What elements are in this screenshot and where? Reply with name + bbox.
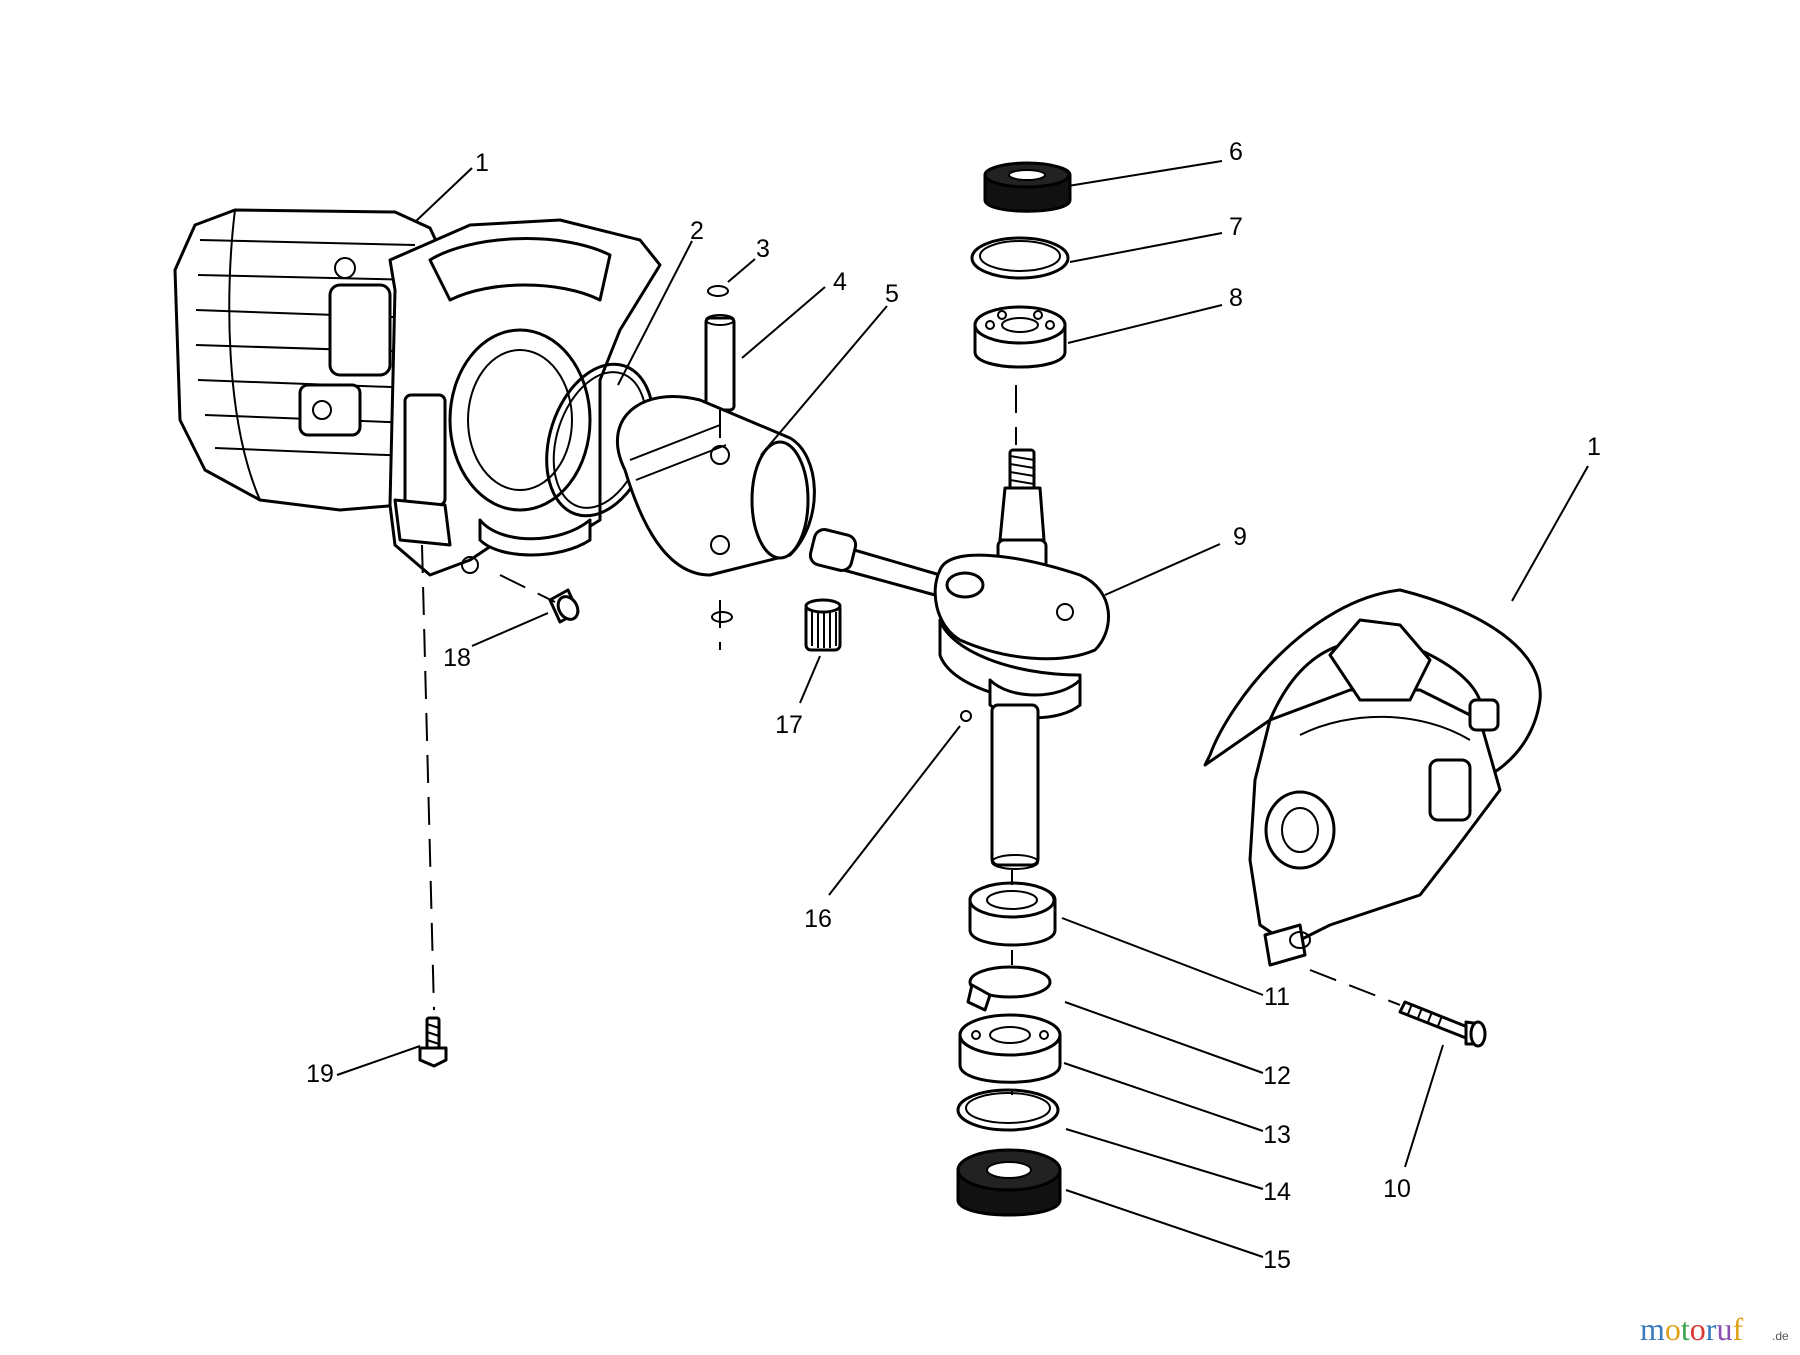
cover-screw [1398,1000,1487,1048]
callout-12: 12 [1263,1062,1291,1090]
callout-leaders [336,160,1589,1258]
callout-5: 5 [885,280,899,308]
callout-11: 11 [1264,983,1290,1011]
callout-4: 4 [833,268,847,296]
watermark-letter: m [1640,1311,1665,1347]
callout-13: 13 [1263,1121,1291,1149]
crankcase-screw [418,1016,448,1068]
lower-seal-retainer [968,881,1057,947]
callout-9: 9 [1233,523,1247,551]
callout-15: 15 [1263,1246,1291,1274]
crankshaft-assembly [808,448,1110,870]
callout-16: 16 [804,905,832,933]
callout-18: 18 [443,644,471,672]
wrist-pin [704,314,736,412]
callout-6: 6 [1229,138,1243,166]
callout-2: 2 [690,217,704,245]
upper-thrust-washer [970,236,1070,280]
watermark-letter: u [1716,1311,1732,1347]
callout-10: 10 [1383,1175,1411,1203]
dowel-bushing [548,588,580,624]
lower-thrust-washer [956,1088,1060,1132]
lower-ball-bearing [958,1013,1062,1084]
watermark-letter: r [1706,1311,1717,1347]
watermark-suffix: .de [1772,1329,1789,1343]
callout-labels: 1 1 2 3 4 5 6 7 8 9 10 11 12 13 14 15 16… [306,138,1601,1274]
callout-3: 3 [756,235,770,263]
needle-bearing [804,598,842,652]
watermark-letter: t [1681,1311,1690,1347]
callout-19: 19 [306,1060,334,1088]
lower-oil-seal [956,1148,1062,1217]
motoruf-watermark-logo: motoruf .de [1640,1311,1789,1347]
upper-ball-bearing [973,305,1067,369]
callout-1-crankcase: 1 [1587,433,1601,461]
watermark-letter: f [1732,1311,1743,1347]
svg-text:motoruf: motoruf [1640,1311,1743,1347]
retaining-clip [966,965,1052,1012]
watermark-letter: o [1665,1311,1681,1347]
callout-14: 14 [1263,1178,1291,1206]
assembly-center-lines [421,385,1401,1095]
callout-17: 17 [775,711,803,739]
callout-7: 7 [1229,213,1243,241]
crankcase-cover-half [1203,588,1542,967]
piston [615,395,816,577]
cylinder-crankcase-half [173,208,662,577]
watermark-letter: o [1690,1311,1706,1347]
callout-1-cylinder: 1 [475,149,489,177]
callout-8: 8 [1229,284,1243,312]
wrist-pin-retainer-clips [707,285,733,623]
upper-oil-seal [983,161,1072,213]
